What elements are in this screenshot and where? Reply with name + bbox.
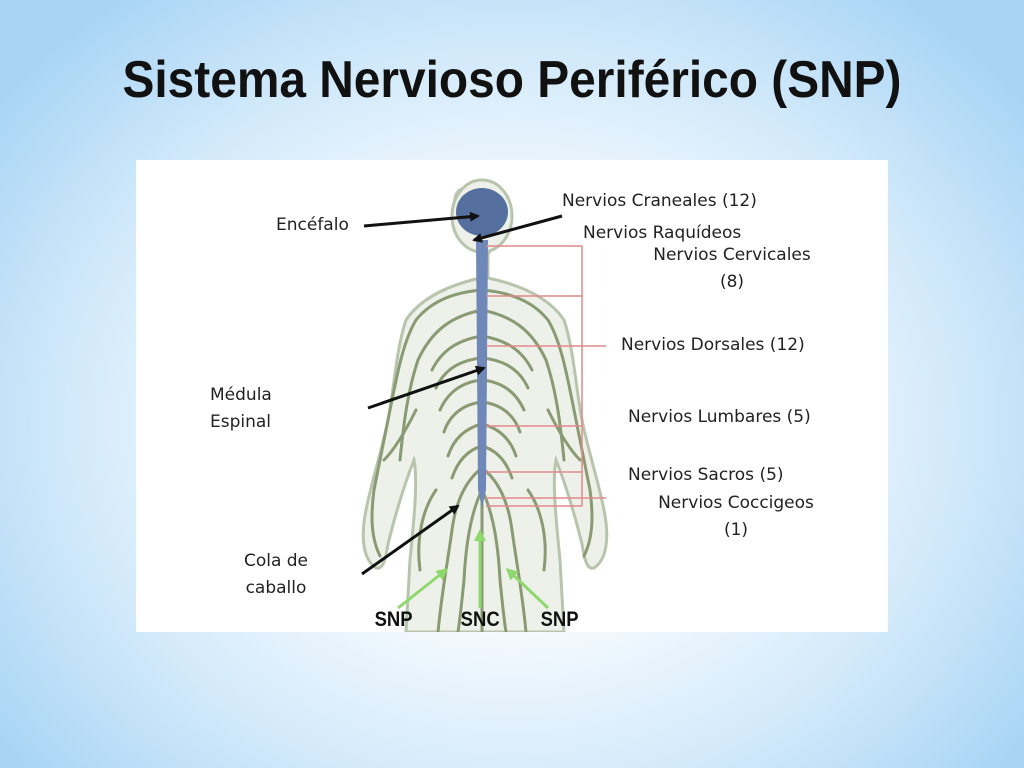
arrow-craneales bbox=[472, 214, 563, 243]
tag-snp-left: SNP bbox=[374, 608, 413, 631]
label-nervios-craneales: Nervios Craneales (12) bbox=[562, 191, 757, 211]
label-nervios-coccigeos: Nervios Coccigeos (1) bbox=[658, 493, 814, 540]
arrow-medula bbox=[367, 365, 486, 410]
level-bracket bbox=[486, 245, 606, 507]
label-cola-de-caballo: Cola de caballo bbox=[243, 551, 309, 598]
arrow-snp-right bbox=[505, 567, 550, 610]
label-nervios-lumbares: Nervios Lumbares (5) bbox=[628, 407, 811, 427]
page-title: Sistema Nervioso Periférico (SNP) bbox=[122, 51, 902, 109]
green-arrows bbox=[397, 529, 550, 610]
tag-snp-right: SNP bbox=[540, 608, 579, 631]
label-nervios-sacros: Nervios Sacros (5) bbox=[628, 465, 784, 485]
arrow-snp-left bbox=[397, 568, 449, 610]
label-encefalo: Encéfalo bbox=[276, 215, 349, 235]
label-medula-espinal: Médula Espinal bbox=[210, 385, 272, 432]
arrow-cola bbox=[361, 504, 460, 576]
nervous-system-figure bbox=[361, 178, 609, 632]
diagram-panel: Encéfalo Nervios Craneales (12) Nervios … bbox=[136, 160, 888, 632]
pointer-arrows bbox=[361, 211, 563, 576]
brain bbox=[456, 188, 508, 236]
label-nervios-dorsales: Nervios Dorsales (12) bbox=[621, 335, 805, 355]
label-nervios-raquideos: Nervios Raquídeos bbox=[583, 223, 742, 243]
tag-snc: SNC bbox=[460, 608, 500, 631]
arrow-encefalo bbox=[363, 211, 480, 228]
label-nervios-cervicales: Nervios Cervicales (8) bbox=[653, 245, 811, 292]
